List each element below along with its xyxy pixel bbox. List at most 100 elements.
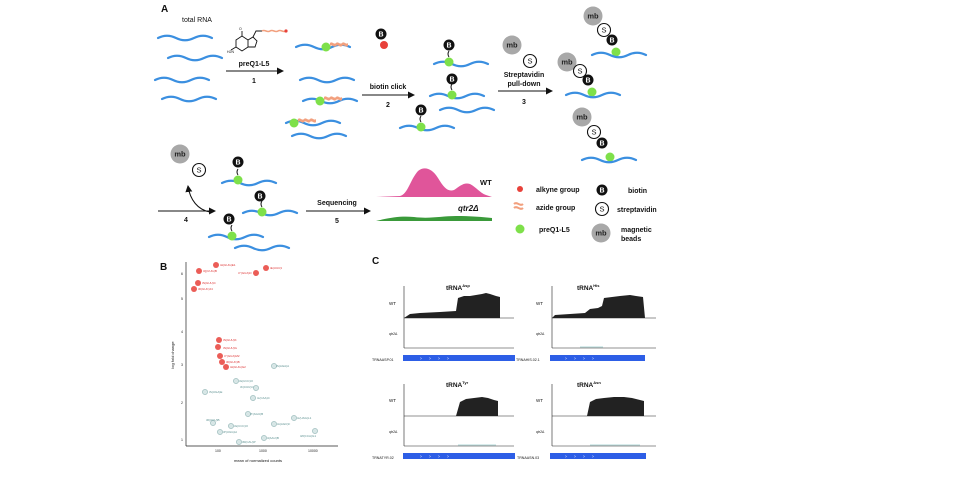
step-1-number: 1: [252, 78, 256, 85]
grey-point: [271, 363, 277, 369]
gene-label: TRNAHIS.02.1: [516, 358, 540, 362]
release-curve-arrow: [185, 185, 211, 213]
biotinylated-rna-group: [398, 39, 496, 132]
mut-label: qtr2Δ: [389, 430, 398, 434]
y-tick: 6: [181, 272, 183, 276]
red-point: [213, 262, 219, 268]
wt-coverage: [552, 397, 644, 416]
enriched-points: tQ(UUG)B tH(GUG)E1 tE(UUC)I tY(GUA)D tN(…: [191, 262, 282, 370]
red-point-label: tD(GUC)J4: [198, 287, 213, 291]
red-point: [191, 286, 197, 292]
wt-track: [376, 168, 492, 197]
y-tick: 5: [181, 297, 183, 301]
grey-point-label: tS(AGA)A: [276, 364, 289, 368]
grey-point: [253, 385, 259, 391]
grey-point-label: tR(UCU)B: [206, 418, 220, 422]
grey-point: [210, 420, 216, 426]
sequencing-tracks: WT qtr2Δ: [376, 168, 492, 221]
gene-bar: [550, 453, 646, 459]
step-2-label: biotin click: [370, 84, 407, 91]
x-tick: 10000: [308, 449, 318, 453]
gene-label: TRNAASN.03: [517, 456, 539, 460]
track-title: tRNAAsn: [577, 380, 601, 389]
panel-a-label: A: [161, 4, 168, 15]
red-point-label: tQ(UUG)B: [203, 269, 217, 273]
red-point: [216, 337, 222, 343]
grey-point: [261, 435, 267, 441]
red-point-label: tN(GUU)G: [223, 346, 238, 350]
red-point-label: tD(GUC)B: [226, 360, 240, 364]
grey-point-label: tT(AGU)B: [250, 412, 263, 416]
panel-a: A total RNA O H2N preQ1-L5 1: [153, 4, 657, 252]
track-title: tRNATyr: [446, 380, 469, 389]
legend-beads-line2: beads: [621, 236, 641, 243]
step-2-number: 2: [386, 102, 390, 109]
gene-bar: [403, 355, 515, 361]
b-x-ticks: 100 1000 10000: [215, 449, 318, 453]
gene-label: TRNATYR.02: [372, 456, 394, 460]
red-point: [215, 344, 221, 350]
labeled-rna-group: [284, 42, 359, 140]
panel-c-label: C: [372, 256, 379, 267]
mutant-track: [376, 216, 492, 221]
grey-point-label: tL(CAA)C: [257, 396, 271, 400]
grey-point: [271, 421, 277, 427]
red-point: [195, 280, 201, 286]
svg-text:H2N: H2N: [227, 50, 234, 54]
alkyne-icon: [517, 186, 523, 192]
red-point: [253, 270, 259, 276]
red-point-label: tN(GUU)C: [202, 281, 217, 285]
grey-point: [202, 389, 208, 395]
azide-icon: [513, 202, 524, 210]
grey-point-label: tG(UCC)O: [239, 379, 254, 383]
total-rna-label: total RNA: [182, 17, 212, 24]
legend: alkyne group azide group preQ1-L5 biotin…: [513, 184, 657, 243]
legend-streptavidin: streptavidin: [617, 207, 657, 214]
grey-point-label: tM(CAU)P: [242, 440, 256, 444]
wt-coverage: [404, 293, 500, 318]
wt-coverage: [552, 295, 645, 318]
grey-point: [233, 378, 239, 384]
grey-point-label: tP(UGG)H: [223, 430, 237, 434]
y-tick: 4: [181, 330, 183, 334]
grey-point: [217, 429, 223, 435]
grey-point-label: tG(CCC)O: [234, 424, 249, 428]
red-point-label: tN(GUU)K: [223, 338, 237, 342]
wt-label: WT: [389, 301, 396, 306]
x-tick: 100: [215, 449, 221, 453]
step-1-label: preQ1-L5: [239, 61, 270, 68]
red-point-label: tH(GUG)G2: [230, 365, 246, 369]
grey-point: [245, 411, 251, 417]
mut-label: qtr2Δ: [536, 332, 545, 336]
total-rna-strands: [153, 34, 224, 103]
wt-track-label: WT: [480, 178, 492, 187]
gene-bar-arrows: ››››: [565, 454, 601, 460]
red-point-label: tY(GUA)M2: [224, 354, 240, 358]
track-title: tRNAHis: [577, 283, 600, 292]
red-point: [196, 268, 202, 274]
step-1: O H2N preQ1-L5 1: [226, 27, 288, 85]
grey-point-label: tS(UGA)E: [209, 390, 222, 394]
step-5-number: 5: [335, 218, 339, 225]
grey-point-label: tW(CCA)G1: [300, 434, 316, 438]
grey-point: [291, 415, 297, 421]
y-tick: 2: [181, 401, 183, 405]
step-4-number: 4: [184, 217, 188, 224]
red-point: [219, 359, 225, 365]
wt-label: WT: [389, 398, 396, 403]
b-x-label: mean of normalized counts: [234, 458, 282, 463]
trna-his-browser: tRNAHis WT qtr2Δ TRNAHIS.02.1 ››››: [516, 283, 656, 362]
biotin-alkyne-icon: [375, 28, 388, 49]
red-point-label: tH(GUG)E1: [220, 263, 236, 267]
gene-label: TRNAASP.01: [372, 358, 394, 362]
track-title: tRNAAsp: [446, 283, 470, 292]
preq-icon: [515, 224, 525, 234]
wt-label: WT: [536, 301, 543, 306]
b-y-ticks: 6 5 4 3 2 1: [181, 272, 183, 442]
red-point-label: tY(GUA)D: [238, 271, 252, 275]
mutant-track-label: qtr2Δ: [458, 204, 479, 213]
b-y-label: log fold change: [170, 341, 175, 369]
streptavidin-icon: [594, 201, 610, 217]
step-3-label-line1: Streptavidin: [504, 72, 544, 79]
